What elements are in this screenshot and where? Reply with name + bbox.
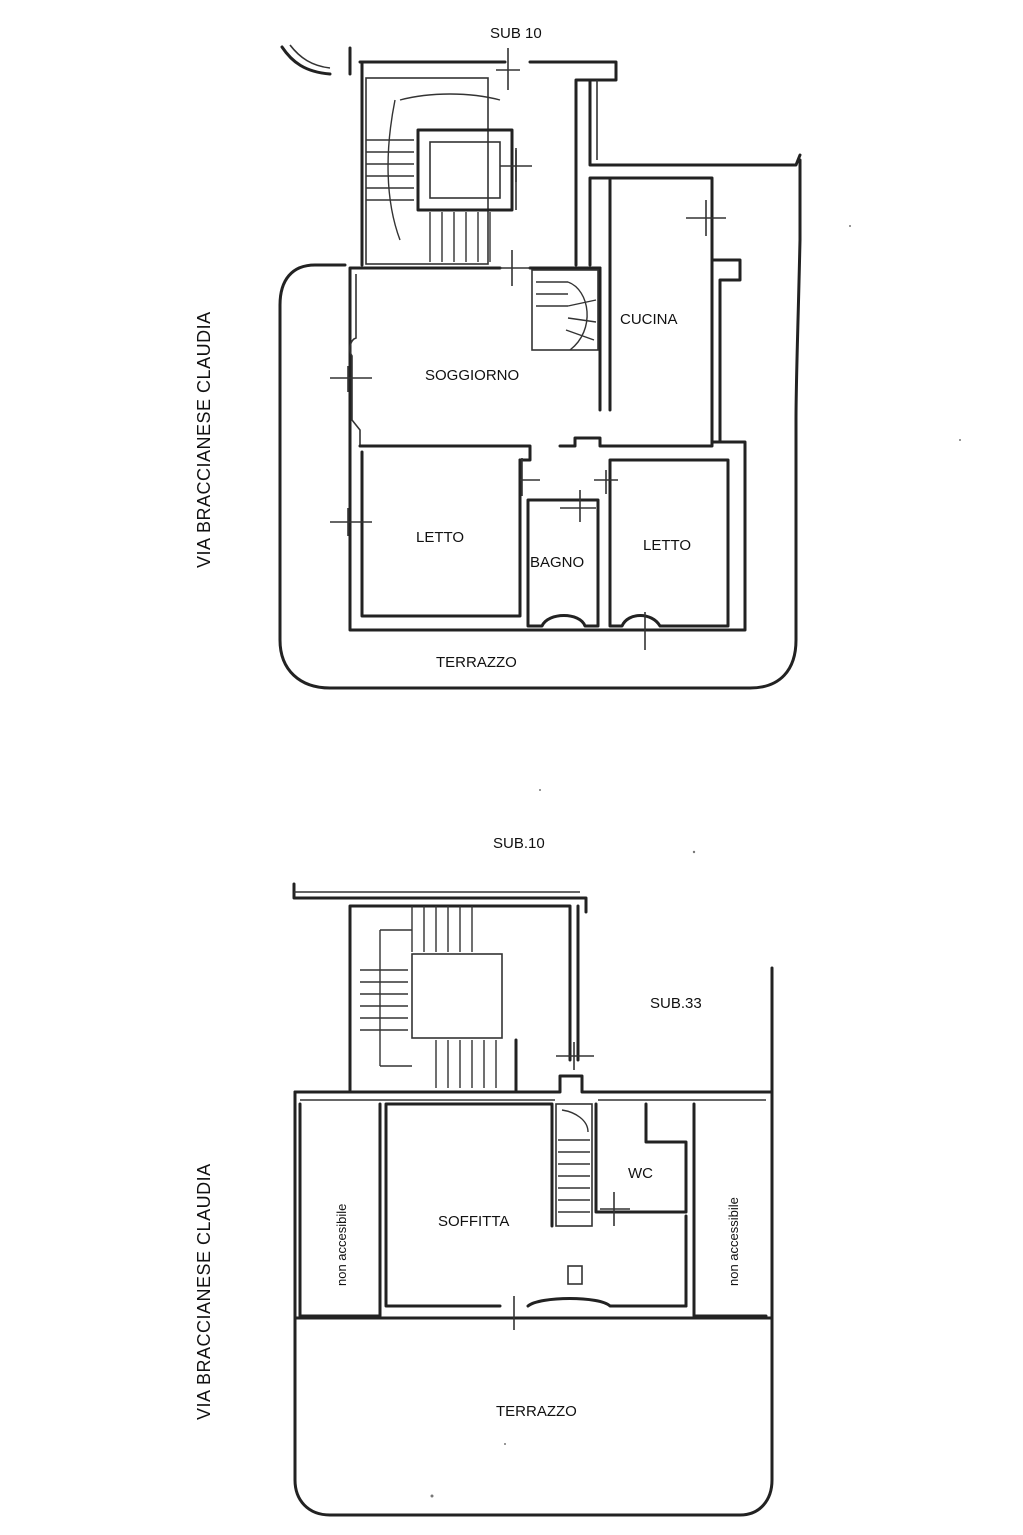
room-label-cucina: CUCINA bbox=[620, 311, 678, 328]
room-label-letto-right: LETTO bbox=[643, 537, 691, 554]
upper-sub-label: SUB 10 bbox=[490, 25, 542, 42]
room-label-terrazzo-lower: TERRAZZO bbox=[496, 1403, 577, 1420]
room-label-non-accessibile-left: non accesibile bbox=[334, 1204, 349, 1286]
upper-floor-plan: SUB 10 bbox=[194, 25, 802, 690]
room-label-wc: WC bbox=[628, 1165, 653, 1182]
street-label-lower: VIA BRACCIANESE CLAUDIA bbox=[194, 1163, 214, 1420]
room-label-bagno: BAGNO bbox=[530, 554, 584, 571]
room-label-soggiorno: SOGGIORNO bbox=[425, 367, 519, 384]
lower-sub-label: SUB.10 bbox=[493, 835, 545, 852]
scan-noise bbox=[430, 225, 961, 1498]
room-label-terrazzo-upper: TERRAZZO bbox=[436, 654, 517, 671]
street-label-upper: VIA BRACCIANESE CLAUDIA bbox=[194, 311, 214, 568]
room-label-soffitta: SOFFITTA bbox=[438, 1213, 509, 1230]
room-label-non-accessibile-right: non accessibile bbox=[726, 1197, 741, 1286]
lower-floor-plan: SUB.10 SUB.33 bbox=[194, 835, 774, 1517]
room-label-letto-left: LETTO bbox=[416, 529, 464, 546]
neighbor-sub-label: SUB.33 bbox=[650, 995, 702, 1012]
